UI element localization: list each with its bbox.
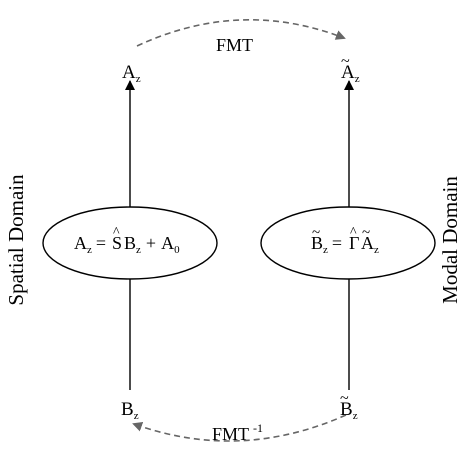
left-equation-ellipse xyxy=(42,206,218,280)
fmt-inverse-arrow xyxy=(132,414,347,442)
right-equation-ellipse xyxy=(260,206,436,280)
node-a-tilde-z-label: ~ Az xyxy=(341,53,360,85)
fmt-inverse-label: FMT-1 xyxy=(212,421,263,444)
svg-text:Bz: Bz xyxy=(340,399,358,422)
left-equation: Az= ^ S Bz+A0 xyxy=(74,225,180,256)
svg-text:Bz+A0: Bz+A0 xyxy=(124,233,180,256)
svg-text:^: ^ xyxy=(350,225,357,240)
svg-text:~: ~ xyxy=(341,53,350,70)
svg-text:Bz=: Bz= xyxy=(311,233,342,256)
svg-text:Az: Az xyxy=(361,233,379,256)
node-b-tilde-z-label: ~ Bz xyxy=(340,390,358,422)
svg-text:~: ~ xyxy=(340,390,349,407)
modal-domain-label: Modal Domain xyxy=(438,176,462,304)
svg-text:Γ: Γ xyxy=(349,233,359,253)
right-equation: ~ Bz= ^ Γ ~ Az xyxy=(311,225,379,256)
spatial-domain-label: Spatial Domain xyxy=(4,174,28,306)
node-b-z-label: Bz xyxy=(121,399,139,422)
fmt-forward-label: FMT xyxy=(216,35,253,55)
svg-text:~: ~ xyxy=(312,225,320,241)
svg-text:S: S xyxy=(112,233,122,253)
svg-text:~: ~ xyxy=(362,225,370,241)
svg-text:Az: Az xyxy=(341,62,360,85)
svg-text:^: ^ xyxy=(113,225,120,240)
node-a-z-label: Az xyxy=(122,62,141,85)
svg-text:Az=: Az= xyxy=(74,233,106,256)
